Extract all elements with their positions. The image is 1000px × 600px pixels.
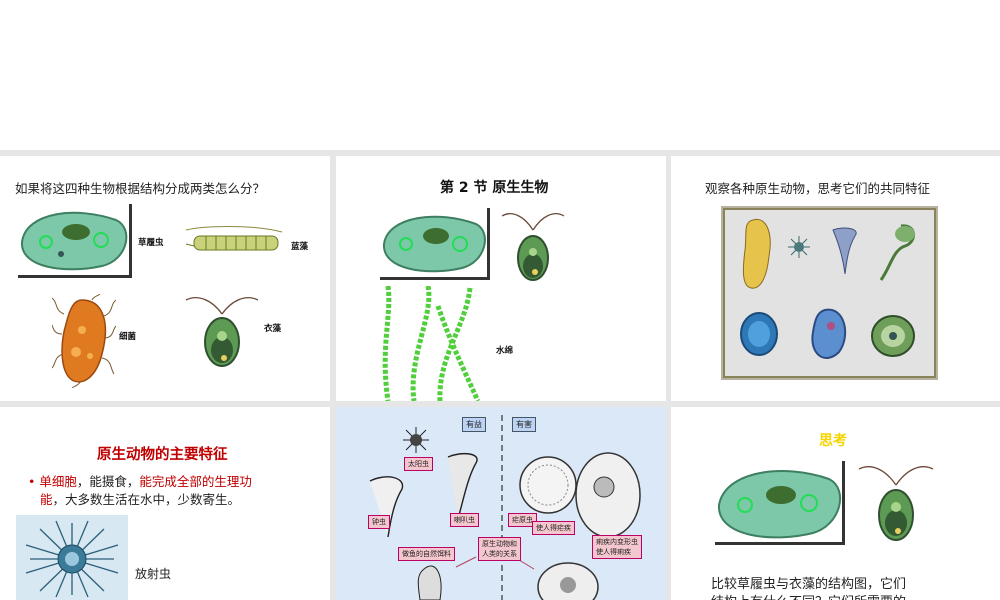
slide-question: 如果将这四种生物根据结构分成两类怎么分？ bbox=[15, 181, 266, 196]
tag-fish-food: 做鱼的自然饵料 bbox=[398, 547, 455, 561]
radiolarian-image bbox=[16, 515, 128, 600]
question-line-2: 结构上有什么不同？它们所需要的 bbox=[711, 591, 906, 600]
label-cyanobacteria: 蓝藻 bbox=[291, 242, 309, 252]
slide-thumbnail-4[interactable]: 原生动物的主要特征 • 单细胞，能摄食，能完成全部的生理功 能，大多数生活在水中… bbox=[0, 407, 330, 600]
slide-thumbnail-2[interactable]: 第 2 节 原生生物 水绵 bbox=[336, 156, 666, 401]
protozoa-human-relation-diagram bbox=[369, 415, 641, 600]
spirogyra-image bbox=[382, 286, 481, 401]
cyanobacteria-image bbox=[185, 226, 283, 251]
question-line-1: 比较草履虫与衣藻的结构图，它们 bbox=[711, 577, 907, 592]
tag-plasmodium: 疟原虫 bbox=[508, 513, 537, 527]
bacteria-image bbox=[52, 294, 116, 388]
slide-thumbnail-1[interactable]: 如果将这四种生物根据结构分成两类怎么分？ 草履虫 蓝藻 bbox=[0, 156, 330, 401]
slide-thumbnail-5[interactable]: 有益 有害 太阳虫 钟虫 喇叭虫 做鱼的自然饵料 原生动物和 人类的关系 疟原虫… bbox=[336, 407, 666, 600]
label-chlamydomonas: 衣藻 bbox=[264, 324, 282, 334]
slide-title: 思考 bbox=[819, 433, 847, 449]
tag-entamoeba: 痢疾内变形虫 使人得痢疾 bbox=[592, 535, 642, 559]
chlamydomonas-image bbox=[185, 297, 259, 367]
feature-bullet: • 单细胞，能摄食，能完成全部的生理功 能，大多数生活在水中，少数寄生。 bbox=[28, 473, 308, 509]
tag-bell-animalcule: 钟虫 bbox=[368, 515, 390, 529]
tag-beneficial: 有益 bbox=[462, 417, 486, 432]
paramecium-image bbox=[16, 202, 132, 278]
label-spirogyra: 水绵 bbox=[496, 346, 514, 356]
blank-area bbox=[0, 0, 1000, 150]
bullet-red-2: 能完成全部的生理功 bbox=[139, 474, 252, 489]
tag-malaria-disease: 使人得疟疾 bbox=[532, 521, 575, 535]
slide-thumbnail-6[interactable]: 思考 比较草履虫与衣藻的结构图，它们 结构上有什么不同？它们所需要的 bbox=[671, 407, 1000, 600]
tag-harmful: 有害 bbox=[512, 417, 536, 432]
label-bacteria: 细菌 bbox=[119, 332, 137, 342]
bullet-dot: • bbox=[28, 474, 36, 489]
slide-title: 第 2 节 原生生物 bbox=[440, 180, 549, 196]
bullet-black-2: ，大多数生活在水中，少数寄生。 bbox=[52, 492, 241, 507]
slide-title: 观察各种原生动物，思考它们的共同特征 bbox=[705, 181, 931, 196]
bullet-red-1: 单细胞 bbox=[39, 474, 77, 489]
label-paramecium: 草履虫 bbox=[138, 238, 164, 248]
slide-title: 原生动物的主要特征 bbox=[97, 447, 228, 463]
label-radiolarian: 放射虫 bbox=[135, 567, 172, 581]
chlamydomonas-image bbox=[501, 213, 565, 281]
tag-sun-animalcule: 太阳虫 bbox=[404, 457, 433, 471]
paramecium-image bbox=[378, 206, 490, 280]
protozoa-collage-image bbox=[721, 206, 938, 380]
slide-thumbnail-3[interactable]: 观察各种原生动物，思考它们的共同特征 bbox=[671, 156, 1000, 401]
chlamydomonas-image bbox=[858, 466, 934, 541]
tag-trumpet-animalcule: 喇叭虫 bbox=[450, 513, 479, 527]
tag-relation-center: 原生动物和 人类的关系 bbox=[478, 537, 521, 561]
paramecium-image bbox=[713, 459, 845, 545]
bullet-black-1: ，能摄食， bbox=[76, 474, 140, 489]
bullet-red-3: 能 bbox=[40, 492, 53, 507]
